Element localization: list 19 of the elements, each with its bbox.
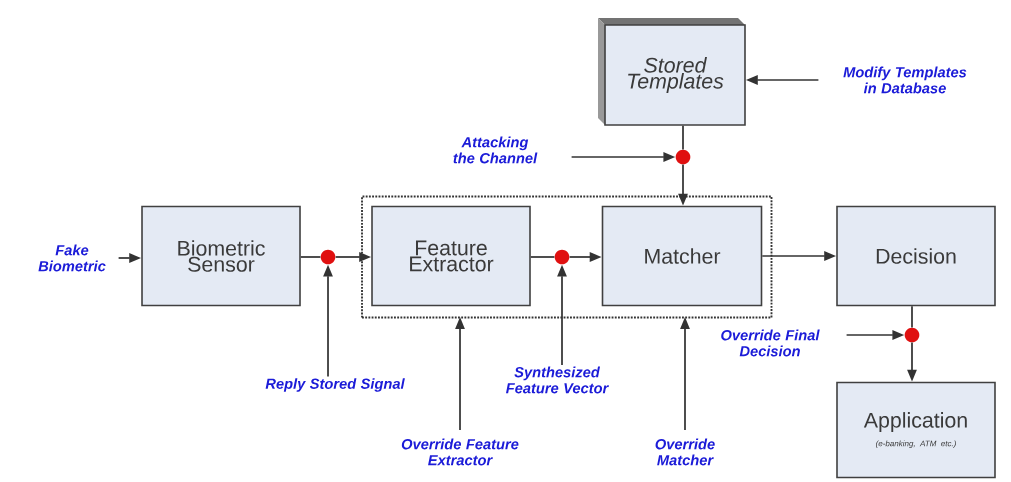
dashed-group-box — [361, 195, 773, 319]
attack-label: Fake Biometric — [38, 244, 106, 272]
database-box: Stored Templates — [598, 18, 746, 126]
attack-label: Override Final Decision — [721, 329, 820, 357]
process-box: Biometric Sensor — [141, 205, 301, 307]
attack-point-dot — [320, 249, 336, 265]
attack-label: Override Feature Extractor — [401, 438, 519, 466]
process-box: Decision — [836, 205, 996, 307]
attack-point-dot — [554, 249, 570, 265]
attack-label: Override Matcher — [655, 438, 715, 466]
attack-label: Modify Templates in Database — [843, 66, 967, 94]
attack-point-dot — [904, 327, 920, 343]
attack-label: Reply Stored Signal — [265, 378, 405, 392]
attack-label: Synthesized Feature Vector — [506, 366, 609, 394]
process-box: Matcher — [601, 205, 763, 307]
attack-label: Attacking the Channel — [453, 136, 538, 164]
attack-point-dot — [675, 149, 691, 165]
process-box: Application (e-banking, ATM etc.) — [836, 381, 996, 479]
process-box: Feature Extractor — [371, 205, 531, 307]
